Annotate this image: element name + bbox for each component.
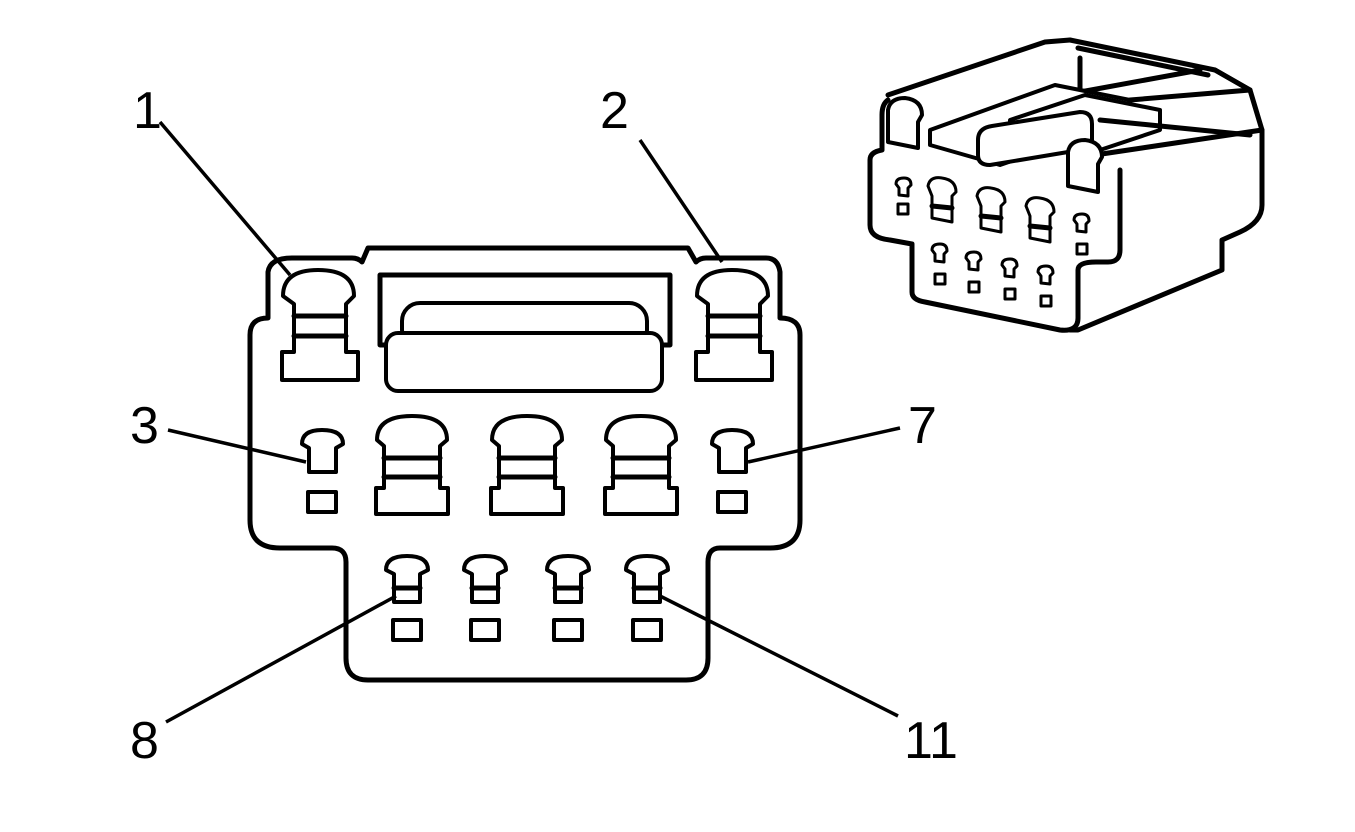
cavity-11 [624, 554, 670, 642]
connector-isometric-view [867, 37, 1265, 333]
cavity-10 [545, 554, 591, 642]
latch-tab-front [384, 331, 664, 393]
leader-line-2 [638, 139, 724, 263]
pin-label-3: 3 [130, 397, 159, 455]
latch-window [377, 272, 673, 393]
cavity-3 [300, 428, 345, 514]
iso-front-face [867, 97, 1123, 333]
leader-line-1 [158, 120, 292, 277]
cavity-6 [603, 414, 679, 516]
leader-line-7 [747, 426, 901, 464]
cavity-1 [280, 268, 360, 382]
cavity-2 [694, 268, 774, 382]
pin-label-11: 11 [904, 712, 958, 770]
pin-label-1: 1 [133, 82, 162, 140]
iso-cavity-2 [1066, 138, 1104, 194]
iso-middle-row [894, 176, 1091, 256]
cavity-8 [384, 554, 430, 642]
cavity-7 [710, 428, 755, 514]
leader-line-8 [165, 594, 397, 724]
leader-line-3 [167, 428, 307, 464]
iso-bottom-row [930, 242, 1055, 308]
pin-label-8: 8 [130, 712, 159, 770]
cavity-9 [462, 554, 508, 642]
connector-face-view: 1 2 3 7 8 11 [130, 82, 958, 770]
cavity-4 [374, 414, 450, 516]
iso-cavity-1 [886, 96, 924, 150]
pin-label-2: 2 [600, 82, 629, 140]
cavity-5 [489, 414, 565, 516]
leader-line-11 [659, 594, 899, 718]
pin-label-7: 7 [908, 397, 937, 455]
connector-housing-outline [247, 245, 803, 683]
